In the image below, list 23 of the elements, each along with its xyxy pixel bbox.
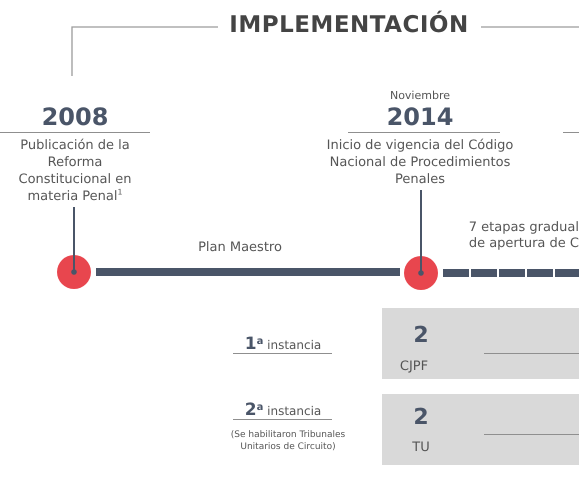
stat-panel (382, 394, 579, 465)
year-label: 2014 (386, 103, 454, 131)
timeline-bar (96, 268, 400, 276)
count-number: 2 (413, 323, 429, 349)
milestone-circle (57, 255, 91, 289)
edge-label: Plan Maestro (198, 240, 282, 256)
row-label: 1$^{a}$ instancia (244, 336, 322, 353)
milestone-circle (404, 256, 438, 290)
court-abbreviation: CJPF (400, 359, 428, 375)
row-label: 2$^{a}$ instancia (244, 402, 322, 419)
edge-label: 7 etapas gradual de apertura de C (468, 220, 579, 252)
connector-line (418, 190, 424, 276)
note-text: (Se habilitaron Tribunales Unitarios de Circuito) (230, 429, 346, 453)
month-label: Noviembre (390, 89, 450, 103)
event-description: Inicio de vigencia del Código Nacional de Procedimientos Penales (326, 137, 514, 188)
timeline-bar (443, 269, 579, 277)
stat-panel (382, 308, 579, 379)
court-abbreviation: TU (412, 440, 430, 456)
event-description: Publicación de la Reforma Constitucional en materia Penal$^{1}$ (18, 137, 132, 205)
title-heading: IMPLEMENTACIÓN (229, 11, 469, 39)
count-number: 2 (413, 405, 429, 431)
connector-line (71, 207, 77, 275)
year-label: 2008 (42, 103, 108, 131)
